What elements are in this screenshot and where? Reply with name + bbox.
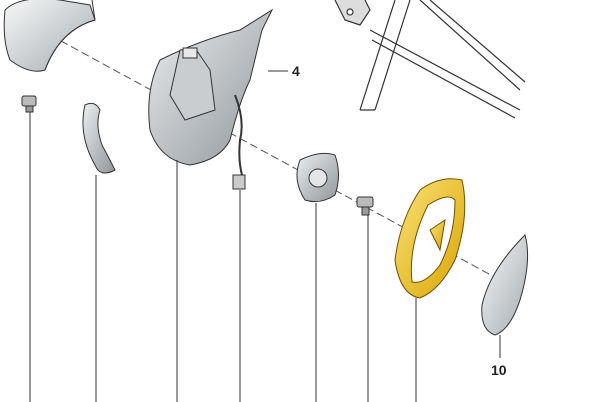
part-label-4: 4 [292, 63, 300, 79]
mirror-cap [3, 0, 96, 72]
door-frame [334, 0, 526, 119]
bolt [21, 95, 37, 113]
screw [356, 196, 374, 216]
adjustment-motor [296, 152, 339, 203]
mirror-housing [148, 8, 274, 190]
mirror-glass [481, 234, 529, 336]
leader-lines [29, 70, 501, 402]
mirror-bracket-highlighted [394, 178, 466, 299]
gasket [82, 102, 116, 174]
part-label-10: 10 [491, 362, 507, 378]
